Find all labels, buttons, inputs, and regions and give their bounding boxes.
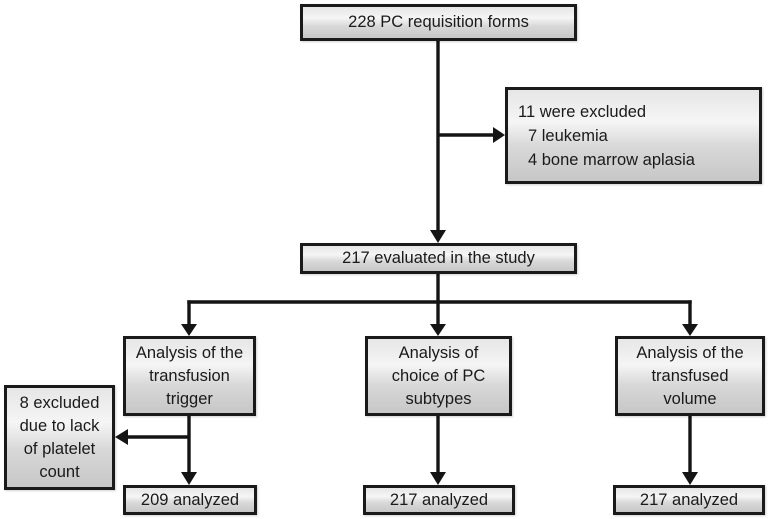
box-result-volume-label: 217 analyzed: [639, 490, 739, 509]
excluded-left-line-3: of platelet: [23, 439, 96, 458]
analysis-2-line-1: Analysis of: [398, 343, 479, 362]
analysis-2-line-2: choice of PC: [391, 366, 486, 385]
analysis-1-line-2: transfusion: [149, 366, 230, 385]
box-analysis-pc-subtypes: Analysis of choice of PC subtypes: [365, 336, 512, 416]
box-analysis-transfusion-trigger: Analysis of the transfusion trigger: [123, 336, 256, 416]
box-result-trigger-label: 209 analyzed: [140, 490, 240, 509]
arrow-to-excluded-right: [438, 127, 505, 143]
arrow-analysis1-to-result1: [181, 416, 197, 485]
analysis-3-line-3: volume: [663, 389, 717, 408]
box-excluded-left: 8 excluded due to lack of platelet count: [4, 385, 115, 490]
box-result-subtypes: 217 analyzed: [363, 485, 515, 515]
analysis-1-line-3: trigger: [166, 389, 213, 408]
box-analysis-transfused-volume: Analysis of the transfused volume: [615, 336, 765, 416]
analysis-3-line-2: transfused: [651, 366, 729, 385]
excluded-right-line-2: 7 leukemia: [528, 126, 608, 145]
excluded-left-line-1: 8 excluded: [19, 393, 100, 412]
box-result-subtypes-label: 217 analyzed: [389, 490, 489, 509]
arrow-to-excluded-left: [115, 429, 190, 445]
excluded-right-line-1: 11 were excluded: [518, 102, 647, 121]
arrow-distributor: [181, 274, 698, 336]
box-requisition-forms-label: 228 PC requisition forms: [348, 13, 529, 31]
box-evaluated: 217 evaluated in the study: [300, 243, 577, 274]
excluded-left-line-2: due to lack: [19, 416, 100, 435]
box-result-trigger: 209 analyzed: [123, 485, 257, 515]
arrow-analysis3-to-result3: [682, 416, 698, 485]
analysis-1-line-1: Analysis of the: [135, 343, 244, 362]
box-requisition-forms: 228 PC requisition forms: [300, 4, 577, 41]
arrow-top-to-evaluated: [430, 41, 446, 243]
box-result-volume: 217 analyzed: [613, 485, 765, 515]
arrow-analysis2-to-result2: [430, 416, 446, 485]
analysis-3-line-1: Analysis of the: [636, 343, 744, 362]
box-excluded-right: 11 were excluded 7 leukemia 4 bone marro…: [505, 87, 762, 184]
box-evaluated-label: 217 evaluated in the study: [342, 249, 535, 267]
excluded-left-line-4: count: [39, 462, 80, 481]
excluded-right-line-3: 4 bone marrow aplasia: [528, 150, 695, 169]
analysis-2-line-3: subtypes: [405, 389, 472, 408]
